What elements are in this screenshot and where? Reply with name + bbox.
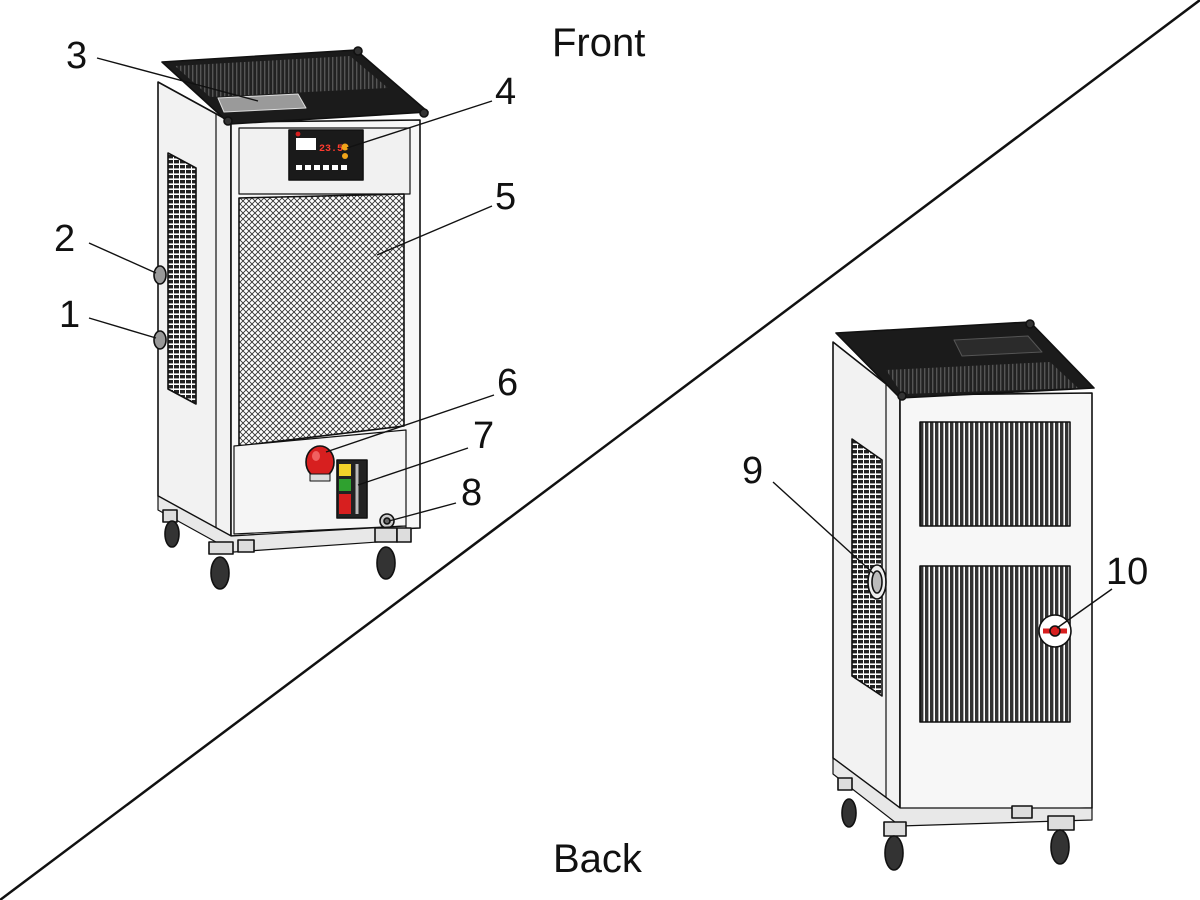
front-unit-casters bbox=[162, 509, 412, 590]
callout-10: 10 bbox=[1106, 551, 1148, 593]
callout-4: 4 bbox=[495, 71, 516, 113]
inlet-port bbox=[153, 330, 167, 350]
back-unit bbox=[832, 319, 1095, 871]
front-unit-air-grille bbox=[238, 193, 405, 447]
front-unit-side-vent bbox=[167, 152, 197, 405]
callout-3: 3 bbox=[66, 35, 87, 77]
back-view-label: Back bbox=[553, 837, 643, 881]
back-unit-upper-grille bbox=[919, 421, 1071, 527]
callout-9: 9 bbox=[742, 450, 763, 492]
callout-1: 1 bbox=[59, 294, 80, 336]
front-view-label: Front bbox=[552, 21, 645, 65]
outlet-port bbox=[153, 265, 167, 285]
temperature-controller bbox=[288, 129, 364, 181]
callout-leaders bbox=[88, 57, 1113, 629]
callout-7: 7 bbox=[473, 415, 494, 457]
callout-5: 5 bbox=[495, 176, 516, 218]
callout-6: 6 bbox=[497, 362, 518, 404]
back-unit-casters bbox=[837, 777, 1075, 871]
front-unit-top-window bbox=[217, 93, 307, 113]
front-unit: 23.5 bbox=[153, 46, 429, 590]
controller-readout: 23.5 bbox=[319, 144, 343, 155]
callout-2: 2 bbox=[54, 218, 75, 260]
callout-8: 8 bbox=[461, 472, 482, 514]
